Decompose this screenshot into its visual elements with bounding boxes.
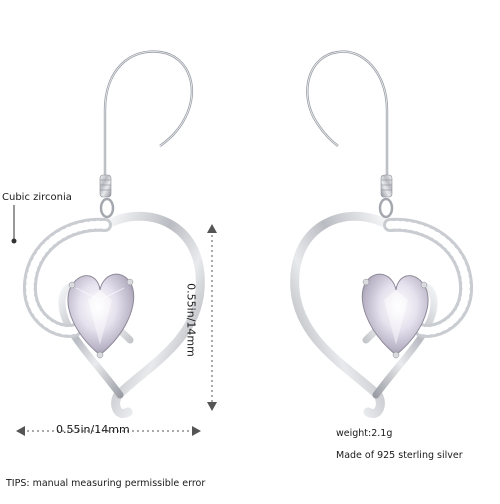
height-dimension-label: 0.55in/14mm (184, 283, 198, 357)
weight-spec: weight:2.1g (336, 428, 393, 439)
width-dimension-label: 0.55in/14mm (56, 423, 130, 436)
right-coil (380, 174, 393, 198)
height-dimension-marker (207, 224, 217, 411)
tips-note: TIPS: manual measuring permissible error (6, 478, 206, 489)
width-dimension-marker (16, 426, 201, 436)
left-earring (22, 50, 205, 418)
cubic-zirconia-label: Cubic zirconia (2, 192, 72, 203)
material-spec: Made of 925 sterling silver (336, 450, 463, 461)
left-coil (99, 174, 112, 198)
right-earring (290, 50, 474, 418)
cubic-zirconia-callout (11, 205, 17, 244)
